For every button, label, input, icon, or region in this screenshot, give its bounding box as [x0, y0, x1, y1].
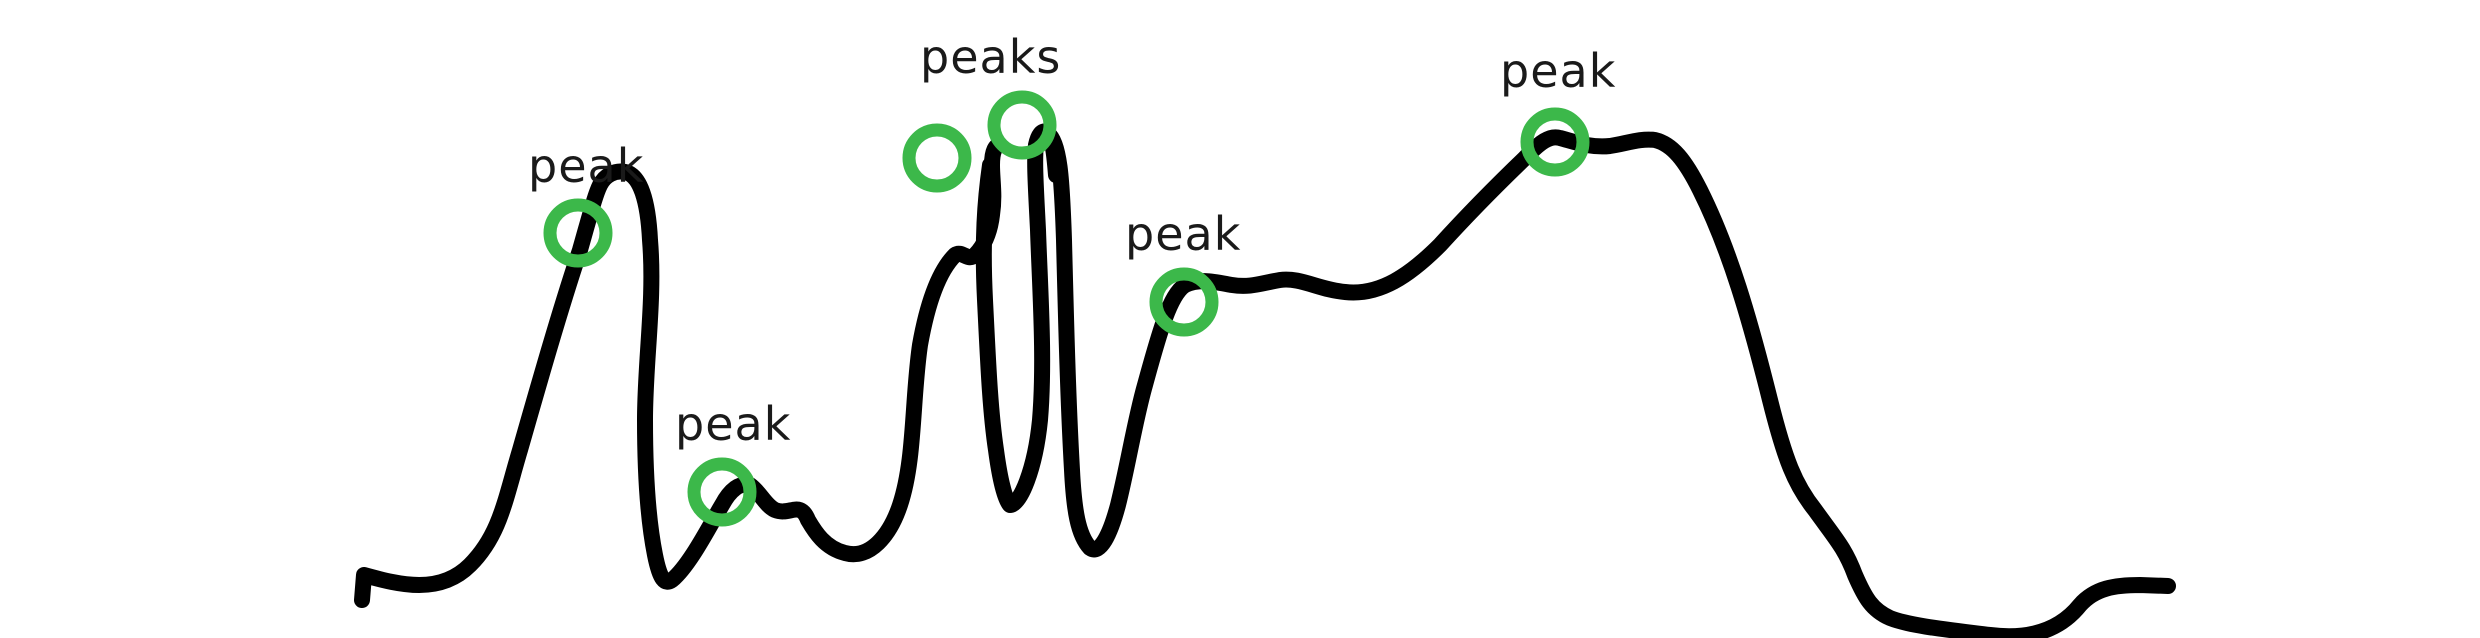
peak-marker-5	[1149, 267, 1219, 337]
signal-curve-spire-1	[975, 123, 1064, 513]
peak-marker-2	[687, 457, 757, 527]
peak-marker-1	[543, 198, 613, 268]
peak-label-1: peak	[528, 139, 644, 193]
peak-marker-3	[902, 123, 972, 193]
peak-marker-6	[1520, 107, 1590, 177]
peak-label-5: peak	[1500, 44, 1616, 98]
signal-curve	[354, 137, 1008, 608]
peak-label-3: peaks	[920, 30, 1061, 84]
peak-label-2: peak	[675, 397, 791, 451]
peak-marker-4	[987, 90, 1057, 160]
peak-label-4: peak	[1125, 207, 1241, 261]
signal-curve-spire-2	[1038, 124, 2176, 638]
